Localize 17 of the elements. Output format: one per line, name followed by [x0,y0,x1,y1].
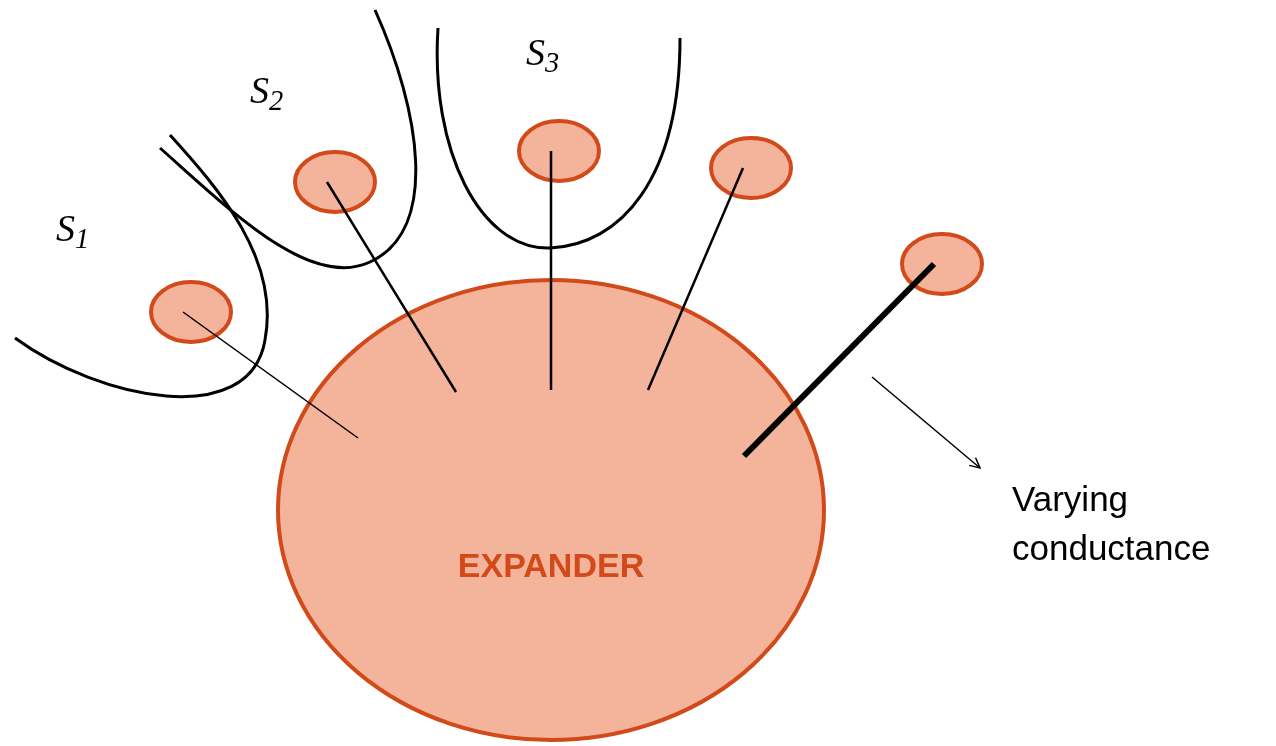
conductance-line [549,151,553,390]
arrow [871,376,981,469]
conductance-line [182,311,359,439]
set-label: S$_{1}$ [56,206,90,257]
conductance-line [741,261,937,459]
expander-label: EXPANDER [457,544,645,586]
set-label: S$_{3}$ [526,30,560,81]
annotation-text: Varying conductance [1012,478,1212,569]
conductance-line [646,167,745,391]
node-circle [900,232,984,296]
node-circle [517,119,601,183]
node-circle [149,280,233,344]
expander-ellipse [276,278,826,742]
node-circle [293,150,377,214]
set-label: S$_{2}$ [250,68,284,119]
node-circle [709,136,793,200]
conductance-line [325,181,458,393]
